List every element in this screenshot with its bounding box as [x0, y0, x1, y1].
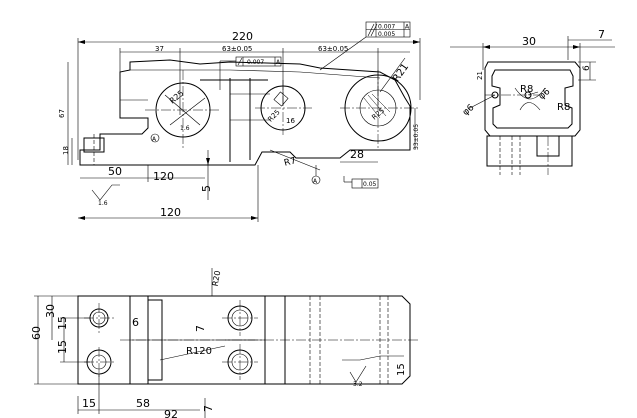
side-radius-8-a: R8 — [520, 84, 533, 95]
tol-frame-2-value: 0.005 — [378, 31, 395, 38]
radius-25-mid: R25 — [266, 108, 281, 123]
tol-flatness-value: 0.05 — [363, 181, 377, 188]
top-rough-right: 3.2 — [353, 381, 363, 388]
dia-16: 16 — [286, 117, 295, 125]
dim-67: 67 — [58, 109, 66, 118]
dim-63-a: 63±0.05 — [222, 45, 252, 53]
datum-a-left: A — [152, 136, 157, 143]
dim-220: 220 — [232, 30, 253, 43]
top-dim-7-b: 7 — [202, 405, 215, 412]
dim-18: 18 — [62, 146, 70, 155]
top-dim-6: 6 — [132, 316, 139, 329]
front-view: 220 37 63±0.05 63±0.05 0.007 0.005 A — [58, 21, 421, 222]
top-dim-15-a: 15 — [56, 316, 69, 330]
top-dim-7-a: 7 — [194, 325, 207, 332]
radius-7: R7 — [283, 156, 297, 169]
dim-37: 37 — [155, 45, 164, 53]
dim-5: 5 — [200, 185, 213, 192]
top-dim-15-b: 15 — [56, 340, 69, 354]
side-dim-30: 30 — [522, 35, 536, 48]
dim-120-a: 120 — [153, 170, 174, 183]
side-view: 30 7 6 21 R8 R8 φ6 φ6 — [450, 28, 615, 175]
tol-mid-datum: A — [276, 59, 281, 66]
side-dim-21: 21 — [476, 71, 484, 80]
tol-frame-1-value: 0.007 — [378, 24, 395, 31]
side-dia-6-a: φ6 — [461, 103, 477, 118]
top-dim-15-right: 15 — [396, 363, 407, 376]
side-dim-6: 6 — [582, 65, 592, 71]
rough-bottom: 1.6 — [98, 200, 108, 207]
side-dim-7: 7 — [598, 28, 605, 41]
top-dim-r20: R20 — [211, 270, 223, 287]
tol-mid-value: 0.007 — [247, 59, 264, 66]
dim-50: 50 — [108, 165, 122, 178]
datum-a-bottom: A — [313, 178, 318, 185]
top-dim-92: 92 — [164, 408, 178, 418]
top-dim-58: 58 — [136, 397, 150, 410]
tol-frame-1-datum: A — [405, 24, 410, 31]
dim-63-b: 63±0.05 — [318, 45, 348, 53]
top-dim-60: 60 — [30, 326, 43, 340]
radius-21: R21 — [391, 62, 411, 84]
top-dim-15-c: 15 — [82, 397, 96, 410]
side-radius-8-b: R8 — [557, 102, 570, 113]
side-dia-6-b: φ6 — [537, 87, 553, 102]
top-dim-30: 30 — [44, 304, 57, 318]
dim-28: 28 — [350, 148, 364, 161]
dim-33: 33±0.05 — [413, 124, 420, 150]
top-view: 60 30 15 15 15 58 92 7 6 7 R120 R20 3.2 … — [30, 268, 420, 418]
rough-left: 1.6 — [180, 125, 190, 132]
dim-120-b: 120 — [160, 206, 181, 219]
